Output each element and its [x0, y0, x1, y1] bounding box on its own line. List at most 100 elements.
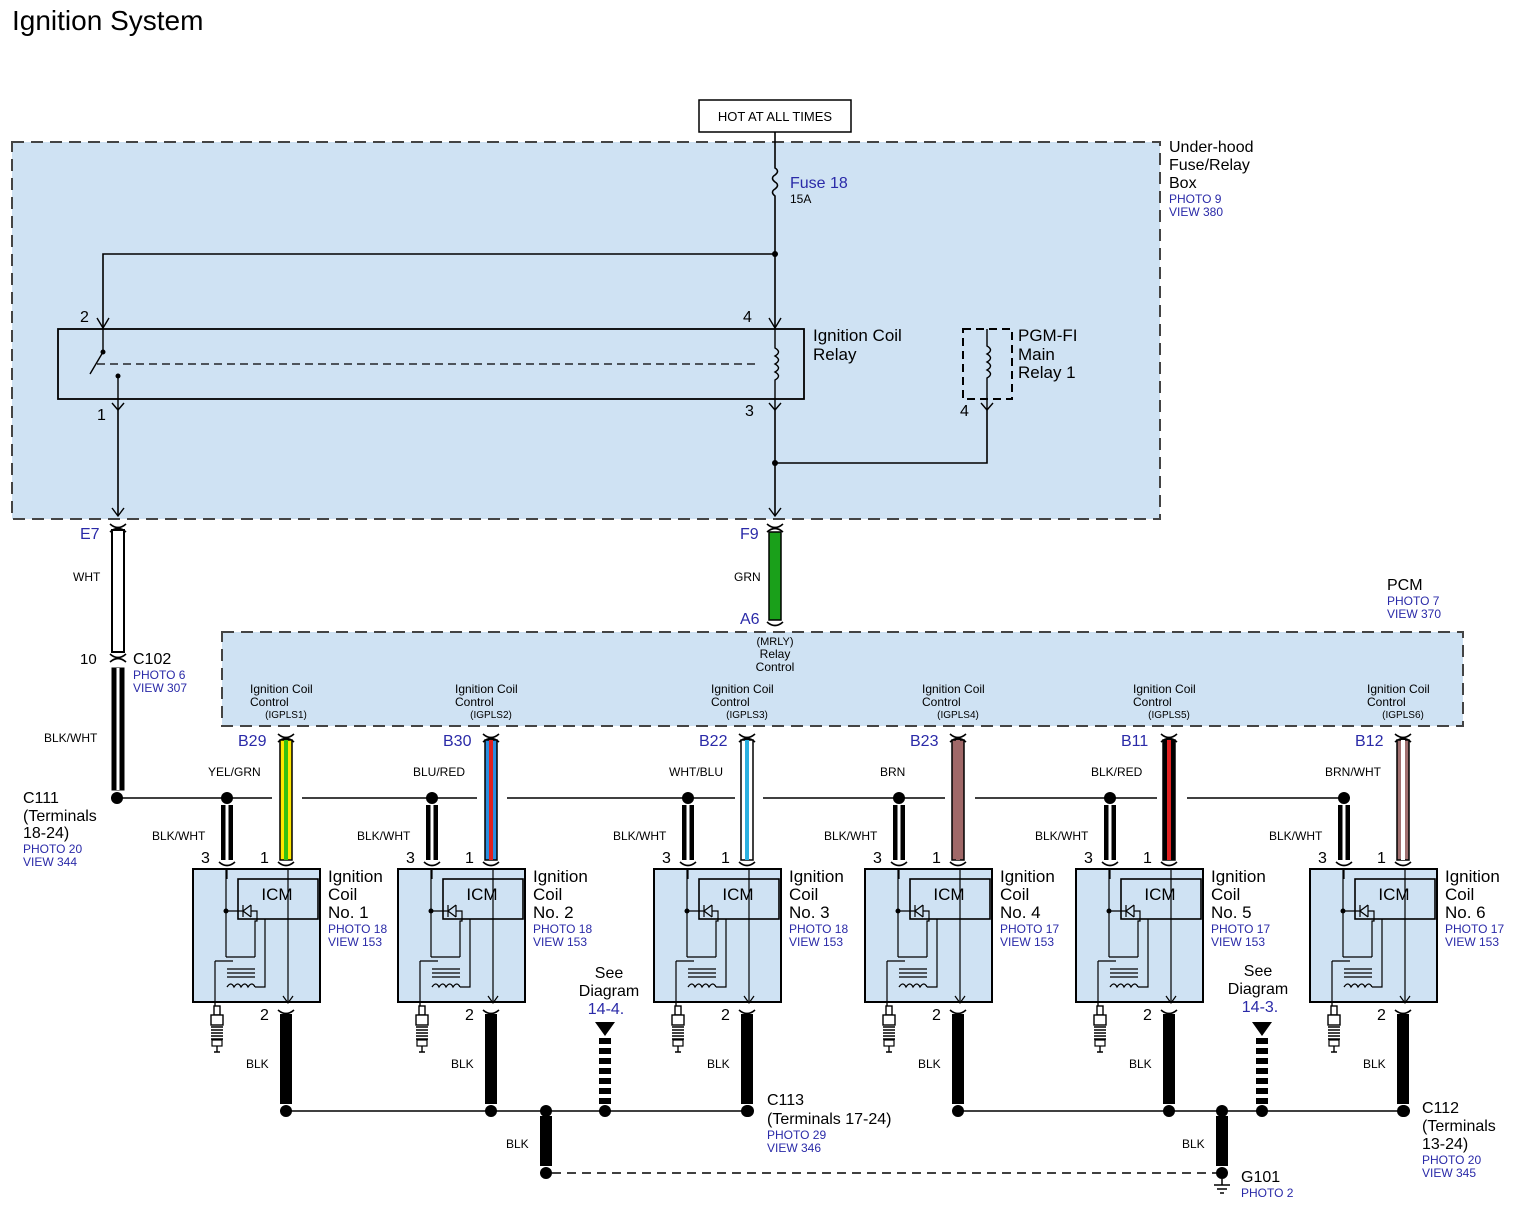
coil-output-connector-symbol — [1394, 1009, 1412, 1015]
ground-wire-left-label: BLK — [506, 1137, 529, 1151]
icm-label: ICM — [261, 885, 292, 904]
coil-ground-wire-label: BLK/WHT — [357, 829, 411, 843]
pcm-photo-ref: PHOTO 7 — [1387, 594, 1440, 608]
fuse-18-wire — [771, 132, 779, 328]
ignition-coil-6-group: Ignition CoilControl(IGPLS6)B12BRN/WHTBL… — [1269, 682, 1504, 1117]
relay-feed-wire — [102, 253, 775, 328]
coil-internal-wires — [687, 869, 755, 1005]
coil-output-junction — [952, 1105, 964, 1117]
ignition-coil-5 — [1075, 868, 1204, 1003]
coil-connector-symbol — [1335, 861, 1412, 867]
see-left-line2: Diagram — [579, 983, 639, 1000]
pcm-box — [221, 631, 1464, 727]
coil-name-line1: Ignition — [1211, 867, 1266, 886]
control-wire-stripe — [956, 740, 960, 860]
ground-wire-right — [1216, 1116, 1228, 1166]
spark-plug-icon — [882, 1005, 896, 1053]
pcm-control-label-line2: Control — [711, 695, 750, 709]
wht-wire-label: WHT — [73, 570, 101, 584]
coil-ground-wire-label: BLK/WHT — [613, 829, 667, 843]
coil-internal-wires — [1109, 869, 1177, 1005]
coil-output-wire-label: BLK — [451, 1057, 474, 1071]
coil-output-wire-label: BLK — [918, 1057, 941, 1071]
coil-name-line1: Ignition — [533, 867, 588, 886]
coil-pin-3: 3 — [662, 850, 671, 867]
coil-internal-wires — [226, 869, 294, 1005]
pcm-control-signal-name: (IGPLS1) — [265, 710, 307, 721]
control-wire-stripe — [745, 740, 749, 860]
grn-wire — [768, 531, 782, 621]
coil-output-connector-symbol — [1160, 1009, 1178, 1015]
c112-name-line1: C112 — [1422, 1100, 1459, 1117]
a6-signal-name: (MRLY) — [756, 636, 793, 648]
coil-output-wire-label: BLK — [1129, 1057, 1152, 1071]
c102-view-ref: VIEW 307 — [133, 681, 187, 695]
relay-name-line2: Relay — [813, 345, 857, 364]
pgm-relay-coil — [985, 329, 992, 410]
ignition-coil-5-group: Ignition CoilControl(IGPLS5)B11BLK/REDBL… — [1035, 682, 1270, 1117]
junction-dot — [540, 1105, 552, 1117]
control-wire-label: BRN — [880, 765, 905, 779]
coil-name-line2: Coil — [1211, 885, 1240, 904]
ignition-coil-4-group: Ignition CoilControl(IGPLS4)B23BRNBLK/WH… — [824, 682, 1059, 1117]
control-wire-stripe — [1167, 740, 1171, 860]
box-output-arrows — [111, 507, 782, 518]
spark-plug-icon — [415, 1005, 429, 1053]
control-wire-label: BLK/RED — [1091, 765, 1143, 779]
fusebox-name-line2: Fuse/Relay — [1169, 157, 1250, 174]
junction-dot — [1216, 1167, 1228, 1179]
pcm-control-signal-name: (IGPLS2) — [470, 710, 512, 721]
c111-name-line1: C111 — [23, 790, 59, 807]
coil-ground-wire-label: BLK/WHT — [824, 829, 878, 843]
coil-view-ref: VIEW 153 — [1445, 935, 1499, 949]
connector-a6-symbol — [766, 621, 784, 627]
coil-pin-1: 1 — [932, 850, 941, 867]
g101-photo-ref: PHOTO 2 — [1241, 1186, 1294, 1200]
ignition-coil-4 — [864, 868, 993, 1003]
relay-switch — [89, 328, 119, 410]
icm-label: ICM — [466, 885, 497, 904]
a6-label-line1: Relay — [760, 647, 791, 661]
coil-view-ref: VIEW 153 — [789, 935, 843, 949]
pcm-control-label-line2: Control — [250, 695, 289, 709]
coil-internal-wires — [1343, 869, 1411, 1005]
coil-output-wire — [1397, 1014, 1409, 1104]
see-right-line2: Diagram — [1228, 981, 1288, 998]
coil-photo-ref: PHOTO 17 — [1000, 922, 1059, 936]
icm-circuit — [419, 868, 524, 1010]
pcm-control-signal-name: (IGPLS6) — [1382, 710, 1424, 721]
pcm-control-label-line1: Ignition Coil — [1133, 682, 1196, 696]
ignition-coil-1 — [192, 868, 321, 1003]
wht-wire — [111, 529, 125, 653]
relay-pin-4: 4 — [743, 309, 752, 326]
icm-circuit — [214, 868, 319, 1010]
c111-view-ref: VIEW 344 — [23, 855, 77, 869]
hot-at-all-times-box — [698, 99, 852, 133]
a6-label-line2: Control — [756, 660, 795, 674]
g101-name: G101 — [1241, 1169, 1280, 1186]
c112-photo-ref: PHOTO 20 — [1422, 1153, 1481, 1167]
coil-name-line1: Ignition — [1000, 867, 1055, 886]
coil-internal-wires — [431, 869, 499, 1005]
icm-label: ICM — [1378, 885, 1409, 904]
coil-pin-1: 1 — [1143, 850, 1152, 867]
pcm-control-signal-name: (IGPLS4) — [937, 710, 979, 721]
connector-f9-symbol — [766, 523, 784, 533]
control-wire-label: WHT/BLU — [669, 765, 723, 779]
pcm-terminal-label: B30 — [443, 733, 472, 750]
coil-photo-ref: PHOTO 18 — [328, 922, 387, 936]
coil-pin-3: 3 — [873, 850, 882, 867]
coil-photo-ref: PHOTO 17 — [1211, 922, 1270, 936]
pgm-relay-pin-4: 4 — [960, 403, 969, 420]
coil-name-line2: Coil — [1000, 885, 1029, 904]
coil-name-line2: Coil — [789, 885, 818, 904]
coil-view-ref: VIEW 153 — [533, 935, 587, 949]
coil-pin-1: 1 — [260, 850, 269, 867]
pcm-control-label-line2: Control — [455, 695, 494, 709]
coil-output-wire-label: BLK — [707, 1057, 730, 1071]
coil-pin-3: 3 — [201, 850, 210, 867]
relay-name-line1: Ignition Coil — [813, 326, 902, 345]
coil-number: No. 4 — [1000, 903, 1041, 922]
c113-view-ref: VIEW 346 — [767, 1141, 821, 1155]
spark-plug-icon — [671, 1005, 685, 1053]
